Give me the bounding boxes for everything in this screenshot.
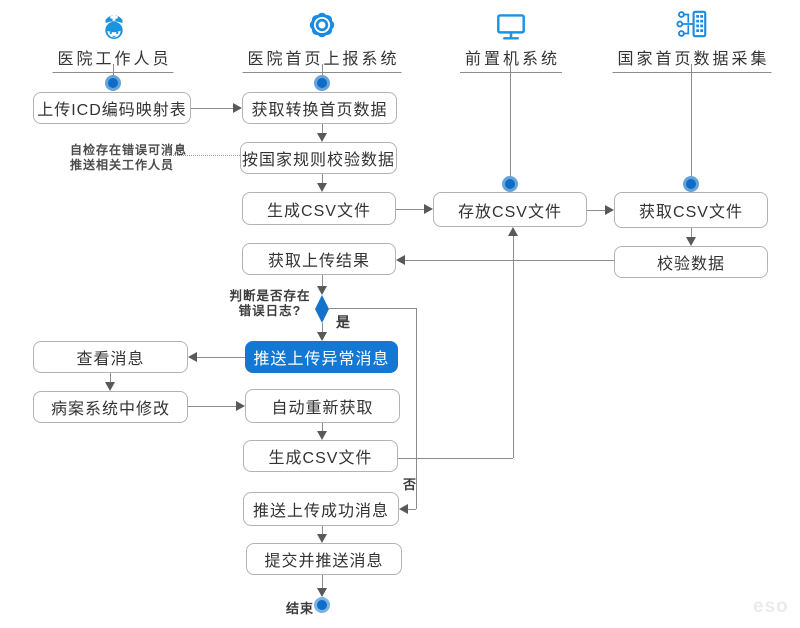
node-validate-rules: 按国家规则校验数据 — [240, 142, 397, 174]
arrowhead — [317, 133, 327, 142]
arrowhead — [317, 431, 327, 440]
note-line2: 推送相关工作人员 — [70, 158, 175, 172]
edge-getcsv-to-verify — [691, 228, 692, 238]
lane4-start-dot — [683, 176, 699, 192]
no-label: 否 — [403, 477, 417, 492]
end-dot — [314, 597, 330, 613]
decision-diamond — [315, 295, 329, 323]
self-check-note: 自检存在错误可消息 推送相关工作人员 — [70, 143, 187, 173]
data-collection-icon — [674, 6, 710, 42]
edge-verify-to-result — [405, 260, 614, 261]
lane3-stem-line — [510, 64, 511, 176]
arrowhead — [396, 255, 405, 265]
node-submit-push: 提交并推送消息 — [246, 543, 402, 575]
edge-decision-no-h2 — [408, 509, 416, 510]
edge-gencsv1-to-store — [396, 209, 424, 210]
edge-store-to-getcsv — [587, 210, 605, 211]
lane2-start-dot — [314, 75, 330, 91]
edge-gencsv2-h — [398, 458, 513, 459]
edge-upload-to-convert — [191, 108, 233, 109]
arrowhead — [233, 103, 242, 113]
node-verify-data: 校验数据 — [614, 246, 768, 278]
gear-icon — [304, 7, 340, 43]
arrowhead — [317, 588, 327, 597]
arrowhead — [686, 237, 696, 246]
node-auto-refetch: 自动重新获取 — [245, 389, 400, 423]
edge-decision-yes — [322, 323, 323, 333]
lane3-start-dot — [502, 176, 518, 192]
lane4-stem-line — [691, 64, 692, 176]
monitor-icon — [493, 8, 529, 44]
arrowhead — [317, 332, 327, 341]
edge-gencsv2-v — [513, 235, 514, 458]
arrowhead — [399, 504, 408, 514]
lane2-stem-line — [322, 64, 323, 76]
lane-title-national-collect: 国家首页数据采集 — [612, 45, 772, 73]
arrowhead — [508, 227, 518, 236]
edge-view-to-modify — [110, 373, 111, 382]
end-label: 结束 — [286, 601, 315, 616]
arrowhead — [236, 401, 245, 411]
node-get-result: 获取上传结果 — [242, 243, 396, 275]
node-push-error: 推送上传异常消息 — [245, 341, 398, 373]
lane1-stem-line — [113, 64, 114, 76]
edge-modify-to-refetch — [188, 406, 236, 407]
decision-line2: 错误日志? — [238, 304, 302, 318]
node-view-msg: 查看消息 — [33, 341, 188, 373]
edge-success-to-submit — [322, 526, 323, 534]
yes-label: 是 — [336, 314, 350, 330]
node-gen-csv-1: 生成CSV文件 — [242, 192, 396, 225]
arrowhead — [317, 286, 327, 295]
edge-submit-to-end — [322, 575, 323, 589]
note-line1: 自检存在错误可消息 — [70, 143, 188, 157]
edge-result-to-decision — [322, 275, 323, 287]
lane1-start-dot — [105, 75, 121, 91]
note-dotted-line — [163, 155, 240, 156]
decision-line1: 判断是否存在 — [229, 289, 311, 303]
edge-validate-to-gencsv1 — [322, 174, 323, 184]
arrowhead — [188, 352, 197, 362]
edge-convert-to-validate — [322, 124, 323, 134]
edge-decision-no-v — [416, 308, 417, 509]
node-store-csv: 存放CSV文件 — [433, 192, 587, 227]
edge-error-to-view — [197, 357, 245, 358]
node-modify-record: 病案系统中修改 — [33, 391, 188, 423]
node-gen-csv-2: 生成CSV文件 — [243, 440, 398, 472]
arrowhead — [105, 382, 115, 391]
node-get-csv: 获取CSV文件 — [614, 192, 768, 228]
lane-title-front-machine: 前置机系统 — [459, 45, 563, 73]
edge-decision-no-h — [329, 308, 416, 309]
arrowhead — [317, 183, 327, 192]
arrowhead — [317, 534, 327, 543]
nurse-icon — [96, 6, 132, 42]
decision-label: 判断是否存在 错误日志? — [228, 289, 312, 319]
node-push-success: 推送上传成功消息 — [243, 492, 399, 526]
node-upload-icd: 上传ICD编码映射表 — [33, 92, 191, 124]
edge-refetch-to-gencsv2 — [322, 423, 323, 431]
watermark: eso — [753, 596, 789, 617]
node-get-convert: 获取转换首页数据 — [242, 92, 397, 124]
arrowhead — [424, 204, 433, 214]
arrowhead — [605, 205, 614, 215]
